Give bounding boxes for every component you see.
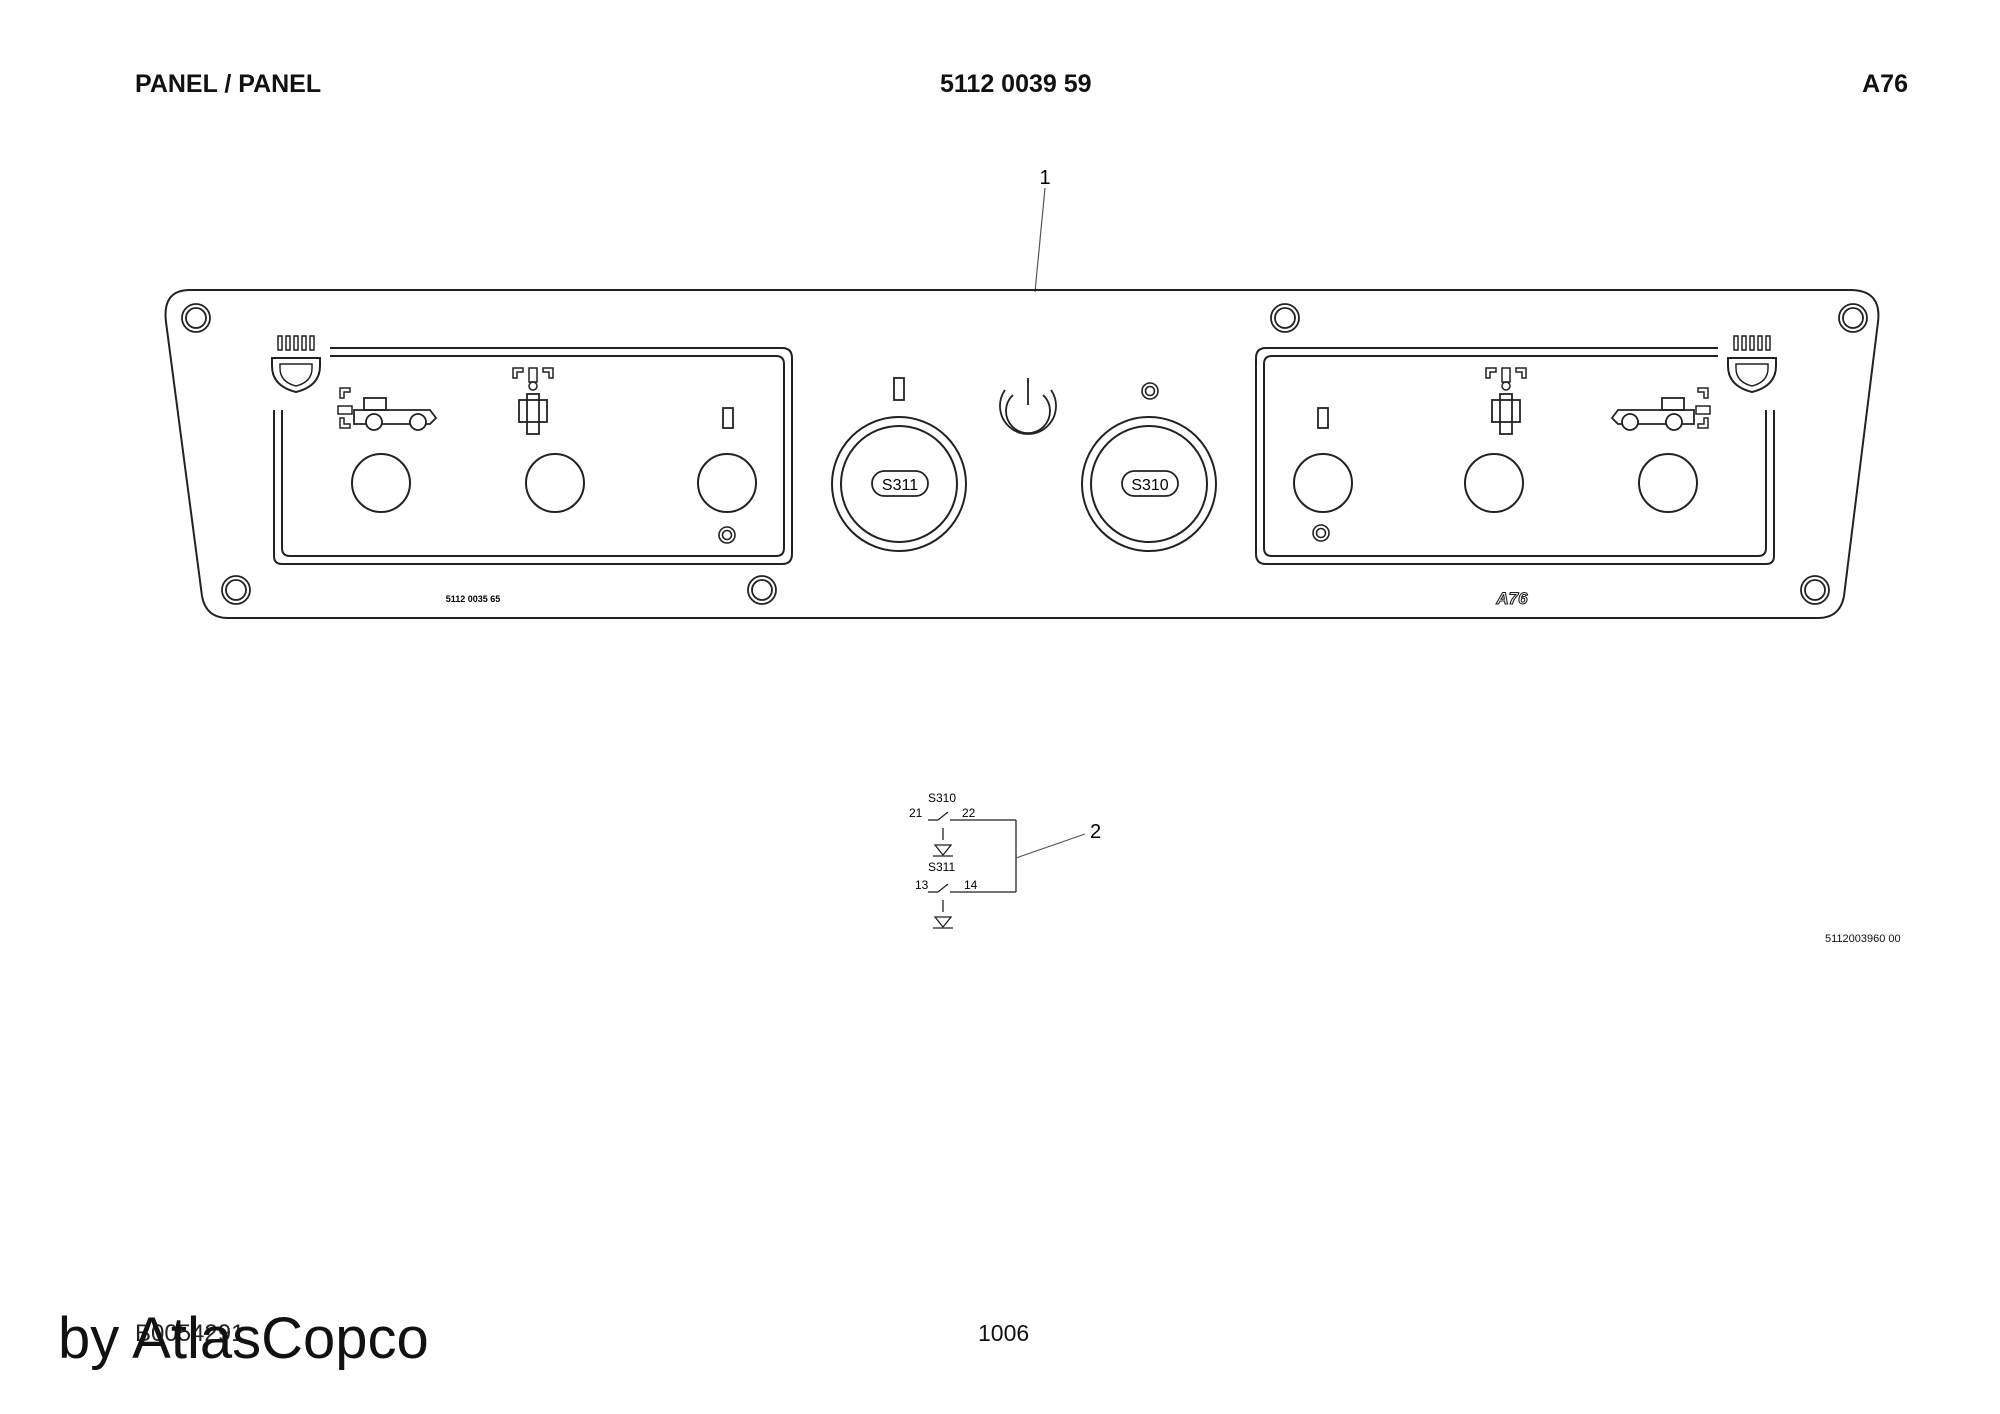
boom-light-icon [1485, 367, 1527, 435]
header-title: PANEL / PANEL [135, 70, 322, 98]
right-button-2[interactable] [1464, 453, 1524, 513]
key-switch-s310[interactable] [1081, 416, 1217, 552]
headlight-icon [271, 335, 321, 393]
header-designation: A76 [1862, 70, 1908, 98]
left-button-2[interactable] [525, 453, 585, 513]
left-indicator-lamp [718, 526, 736, 544]
callout-1-leader [1034, 187, 1046, 293]
schematic-s310-label: S310 [928, 791, 956, 805]
mounting-holes [181, 303, 1868, 605]
power-icon [999, 378, 1057, 435]
switch-schematic [928, 811, 1086, 929]
left-button-1[interactable] [351, 453, 411, 513]
schematic-s311-term-out: 14 [964, 878, 978, 892]
callout-2: 2 [1090, 821, 1101, 843]
schematic-s310-term-in: 21 [909, 806, 923, 820]
key-switch-s310-label: S310 [1131, 477, 1168, 494]
page-number: 1006 [978, 1320, 1030, 1346]
headlight-icon [1727, 335, 1777, 393]
header-part-number: 5112 0039 59 [940, 70, 1092, 98]
right-button-1[interactable] [1293, 453, 1353, 513]
schematic-s311-label: S311 [928, 860, 955, 874]
indicator-lamp-icon [1317, 407, 1329, 429]
left-plate-code: 5112 0035 65 [446, 594, 501, 604]
right-plate-label: A76 [1495, 589, 1528, 608]
key-switch-s311-label: S311 [882, 477, 918, 494]
drawing-reference: 5112003960 00 [1825, 933, 1901, 945]
doc-code: B0054291 [135, 1320, 245, 1347]
panel-outline [164, 289, 1880, 619]
tramming-icon [337, 387, 437, 431]
watermark: by AtlasCopco [58, 1306, 429, 1371]
callout-1: 1 [1039, 167, 1050, 189]
schematic-s310-term-out: 22 [962, 806, 976, 820]
indicator-lamp-icon [722, 407, 734, 429]
key-switch-lamp-icon [893, 377, 905, 401]
key-switch-s310-badge [1121, 470, 1179, 497]
schematic-s311-term-in: 13 [915, 878, 929, 892]
boom-light-icon [512, 367, 554, 435]
key-switch-s310-lamp [1141, 382, 1159, 400]
right-sub-plate [1255, 347, 1775, 565]
key-switch-s311[interactable] [831, 416, 967, 552]
right-indicator-lamp [1312, 524, 1330, 542]
tramming-icon [1611, 387, 1711, 431]
key-switch-s311-badge [871, 470, 929, 497]
right-button-3[interactable] [1638, 453, 1698, 513]
left-sub-plate [273, 347, 793, 565]
left-button-3[interactable] [697, 453, 757, 513]
